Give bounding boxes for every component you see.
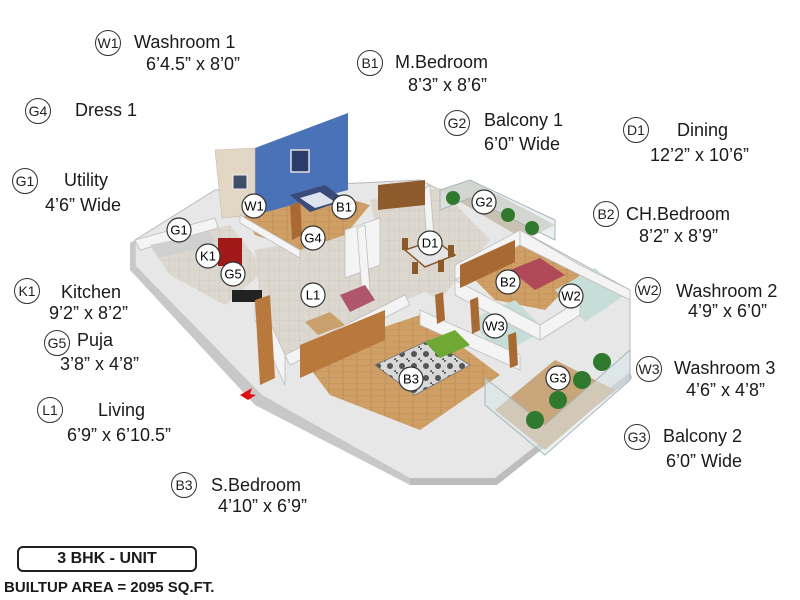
plan-badge-d1: D1	[417, 230, 443, 256]
plan-badge-w3: W3	[482, 313, 508, 339]
wall-window	[290, 149, 310, 173]
plan-badge-w1: W1	[241, 193, 267, 219]
legend-name-g2: Balcony 1	[484, 110, 564, 130]
plan-badge-b3-text: B3	[403, 372, 419, 387]
balcony2-railing	[484, 348, 631, 456]
plan-badge-g3-text: G3	[549, 371, 566, 386]
legend-code-w1: W1	[95, 30, 121, 56]
plan-badge-l1-text: L1	[306, 288, 320, 303]
legend-dim-g3: 6’0” Wide	[666, 451, 743, 471]
plan-badge-w2: W2	[558, 283, 584, 309]
legend-name-k1: Kitchen	[61, 282, 122, 302]
plan-badge-b1-text: B1	[336, 200, 352, 215]
legend-dim-g1: 4’6” Wide	[45, 195, 122, 215]
plan-badge-k1-text: K1	[200, 249, 216, 264]
legend-code-k1: K1	[14, 278, 40, 304]
coffee-table	[305, 312, 345, 335]
legend-dim-k1: 9’2” x 8’2”	[49, 303, 129, 323]
legend-name-g1: Utility	[64, 170, 108, 190]
plan-badge-d1-text: D1	[422, 236, 439, 251]
legend-dim-b3: 4’10” x 6’9”	[218, 496, 308, 516]
legend-dim-g5: 3’8” x 4’8”	[60, 354, 140, 374]
plan-badge-b2: B2	[495, 269, 521, 295]
wall-window-small	[232, 174, 248, 190]
potted-plants	[446, 191, 611, 429]
legend-code-g4: G4	[25, 98, 51, 124]
fridge	[218, 238, 242, 266]
plan-badge-b2-text: B2	[500, 275, 516, 290]
plan-badge-g2: G2	[471, 189, 497, 215]
legend-code-g5: G5	[44, 330, 70, 356]
plan-badge-w2-text: W2	[561, 289, 581, 304]
legend-name-l1: Living	[98, 400, 146, 420]
wardrobe-chbedroom	[460, 240, 515, 288]
plan-badge-g3: G3	[545, 365, 571, 391]
legend-name-g5: Puja	[77, 330, 114, 350]
outer-wall-bottom	[410, 372, 632, 485]
legend-code-d1: D1	[623, 117, 649, 143]
legend-code-g2: G2	[444, 110, 470, 136]
plan-badge-w3-text: W3	[485, 319, 505, 334]
legend-code-g3: G3	[624, 424, 650, 450]
legend-name-b3: S.Bedroom	[211, 475, 302, 495]
plan-badge-g5: G5	[220, 261, 246, 287]
legend-name-d1: Dining	[677, 120, 729, 140]
legend-name-g3: Balcony 2	[663, 426, 743, 446]
legend-code-b1: B1	[357, 50, 383, 76]
plan-badge-l1: L1	[300, 282, 326, 308]
legend-name-b1: M.Bedroom	[395, 52, 489, 72]
builtup-area-text: BUILTUP AREA = 2095 SQ.FT.	[4, 579, 215, 596]
plan-badge-g1: G1	[166, 217, 192, 243]
plan-badge-g2-text: G2	[475, 195, 492, 210]
legend-name-g4: Dress 1	[75, 100, 138, 120]
legend-dim-w3: 4’6” x 4’8”	[686, 380, 766, 400]
entry-arrow	[240, 388, 256, 400]
wardrobe-sbedroom	[300, 310, 385, 378]
legend-name-w2: Washroom 2	[676, 281, 778, 301]
plan-badge-g4: G4	[300, 225, 326, 251]
plan-badge-g1-text: G1	[170, 223, 187, 238]
legend-dim-l1: 6’9” x 6’10.5”	[67, 425, 172, 445]
legend-dim-d1: 12’2” x 10’6”	[650, 145, 750, 165]
unit-type-badge: 3 BHK - UNIT	[17, 546, 197, 572]
legend-code-w2: W2	[635, 277, 661, 303]
legend-code-b3: B3	[171, 472, 197, 498]
legend-dim-w1: 6’4.5” x 8’0”	[146, 54, 241, 74]
legend-dim-g2: 6’0” Wide	[484, 134, 561, 154]
plan-badge-w1-text: W1	[244, 199, 264, 214]
doors	[255, 202, 518, 385]
legend-code-g1: G1	[12, 168, 38, 194]
legend-dim-w2: 4’9” x 6’0”	[688, 301, 768, 321]
legend-dim-b1: 8’3” x 8’6”	[408, 75, 488, 95]
legend-code-b2: B2	[593, 201, 619, 227]
legend-code-l1: L1	[37, 397, 63, 423]
plan-badge-g5-text: G5	[224, 267, 241, 282]
legend-name-w1: Washroom 1	[134, 32, 236, 52]
tv-unit	[232, 290, 262, 302]
legend-name-w3: Washroom 3	[674, 358, 776, 378]
plan-badge-b3: B3	[398, 366, 424, 392]
legend-dim-b2: 8’2” x 8’9”	[639, 226, 719, 246]
plan-badge-b1: B1	[331, 194, 357, 220]
dining-chairs	[402, 238, 454, 274]
sofa-chair	[340, 285, 375, 312]
wardrobe-master	[378, 180, 425, 210]
legend-name-b2: CH.Bedroom	[626, 204, 731, 224]
legend-code-w3: W3	[636, 356, 662, 382]
chbedroom-bed	[510, 258, 565, 290]
plan-badge-g4-text: G4	[304, 231, 321, 246]
plan-badge-k1: K1	[195, 243, 221, 269]
kitchen-counter	[150, 232, 215, 258]
